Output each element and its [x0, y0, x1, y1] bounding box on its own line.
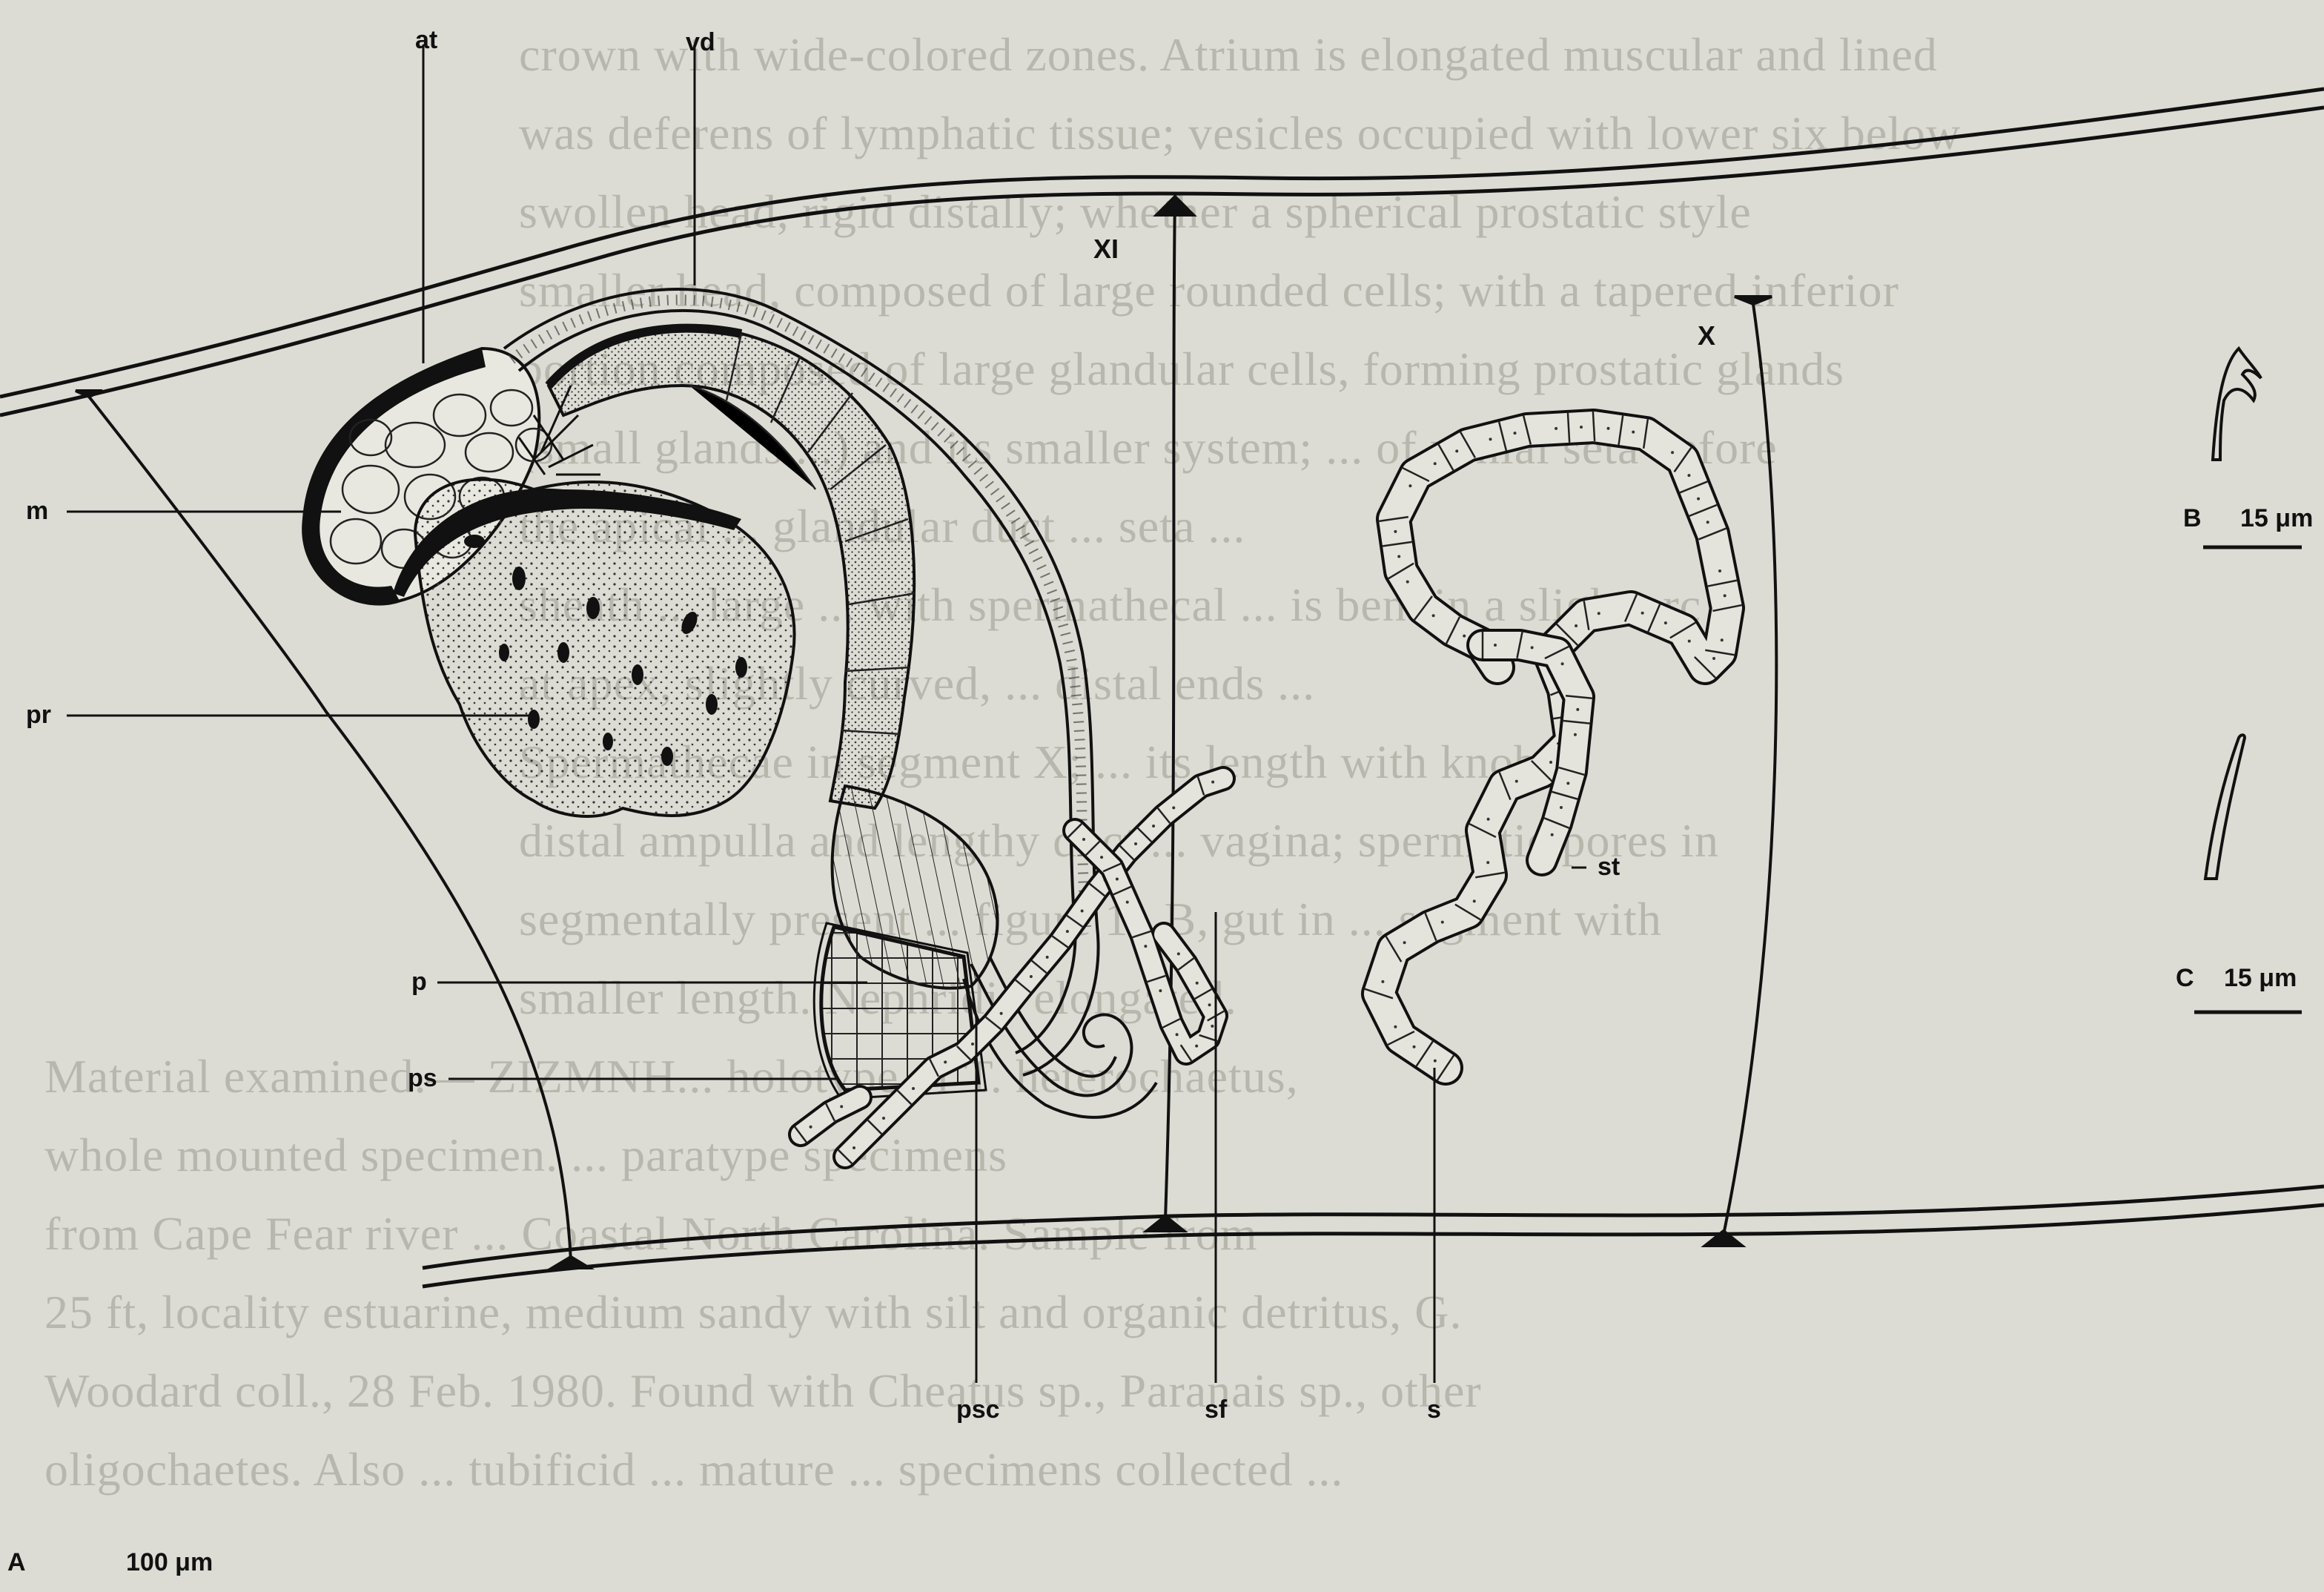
panel-a-scale: A 100 μm — [7, 1548, 213, 1576]
panel-a-letter: A — [7, 1548, 26, 1576]
label-st: st — [1598, 853, 1620, 881]
leader-lines — [67, 44, 1586, 1383]
label-m: m — [26, 497, 48, 525]
background-text-line: smaller head, composed of large rounded … — [519, 264, 1899, 317]
panel-b-letter: B — [2183, 504, 2202, 532]
background-text-line: Material examined.— ZIZMNH... holotype o… — [44, 1050, 1299, 1103]
background-text-line: Woodard coll., 28 Feb. 1980. Found with … — [44, 1364, 1482, 1417]
panel-a-scale-text: 100 μm — [126, 1548, 213, 1576]
background-text-line: was deferens of lymphatic tissue; vesicl… — [519, 107, 1961, 159]
panel-c-seta: C 15 μm — [2176, 735, 2302, 1012]
label-pr: pr — [26, 701, 51, 729]
panel-c-scale-text: 15 μm — [2224, 964, 2297, 992]
label-vd: vd — [686, 28, 715, 56]
background-text-line: from Cape Fear river ... Coastal North C… — [44, 1207, 1257, 1260]
label-s: s — [1427, 1396, 1441, 1424]
label-ps: ps — [408, 1064, 437, 1092]
segment-label-xi: XI — [1093, 234, 1119, 264]
background-text-line: crown with wide-colored zones. Atrium is… — [519, 28, 1938, 81]
label-p: p — [411, 968, 427, 996]
panel-b-seta: B 15 μm — [2183, 349, 2313, 547]
label-psc: psc — [956, 1396, 1000, 1424]
background-text-line: 25 ft, locality estuarine, medium sandy … — [44, 1286, 1462, 1338]
segment-label-x: X — [1698, 320, 1715, 351]
panel-b-scale-text: 15 μm — [2240, 504, 2313, 532]
label-at: at — [415, 26, 437, 54]
label-sf: sf — [1205, 1396, 1228, 1424]
background-text-line: oligochaetes. Also ... tubificid ... mat… — [44, 1443, 1343, 1496]
panel-c-letter: C — [2176, 964, 2194, 992]
background-page-text: crown with wide-colored zones. Atrium is… — [44, 28, 1961, 1496]
